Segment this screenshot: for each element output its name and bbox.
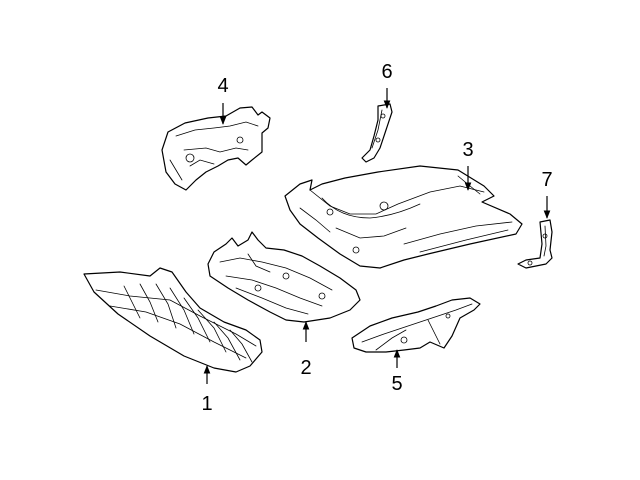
part-2-shield[interactable] <box>207 231 361 323</box>
part-6-bracket[interactable] <box>361 103 393 163</box>
callout-3: 3 <box>462 139 473 161</box>
callout-5: 5 <box>391 373 402 395</box>
part-4-shield[interactable] <box>161 106 271 191</box>
part-3-panel[interactable] <box>284 165 523 269</box>
callout-1: 1 <box>201 393 212 415</box>
part-7-bracket[interactable] <box>517 219 553 269</box>
callout-7: 7 <box>541 169 552 191</box>
callout-2: 2 <box>300 357 311 379</box>
callout-4: 4 <box>217 75 228 97</box>
part-1-shield[interactable] <box>83 267 263 373</box>
callout-6: 6 <box>381 61 392 83</box>
part-5-piece[interactable] <box>351 297 481 353</box>
